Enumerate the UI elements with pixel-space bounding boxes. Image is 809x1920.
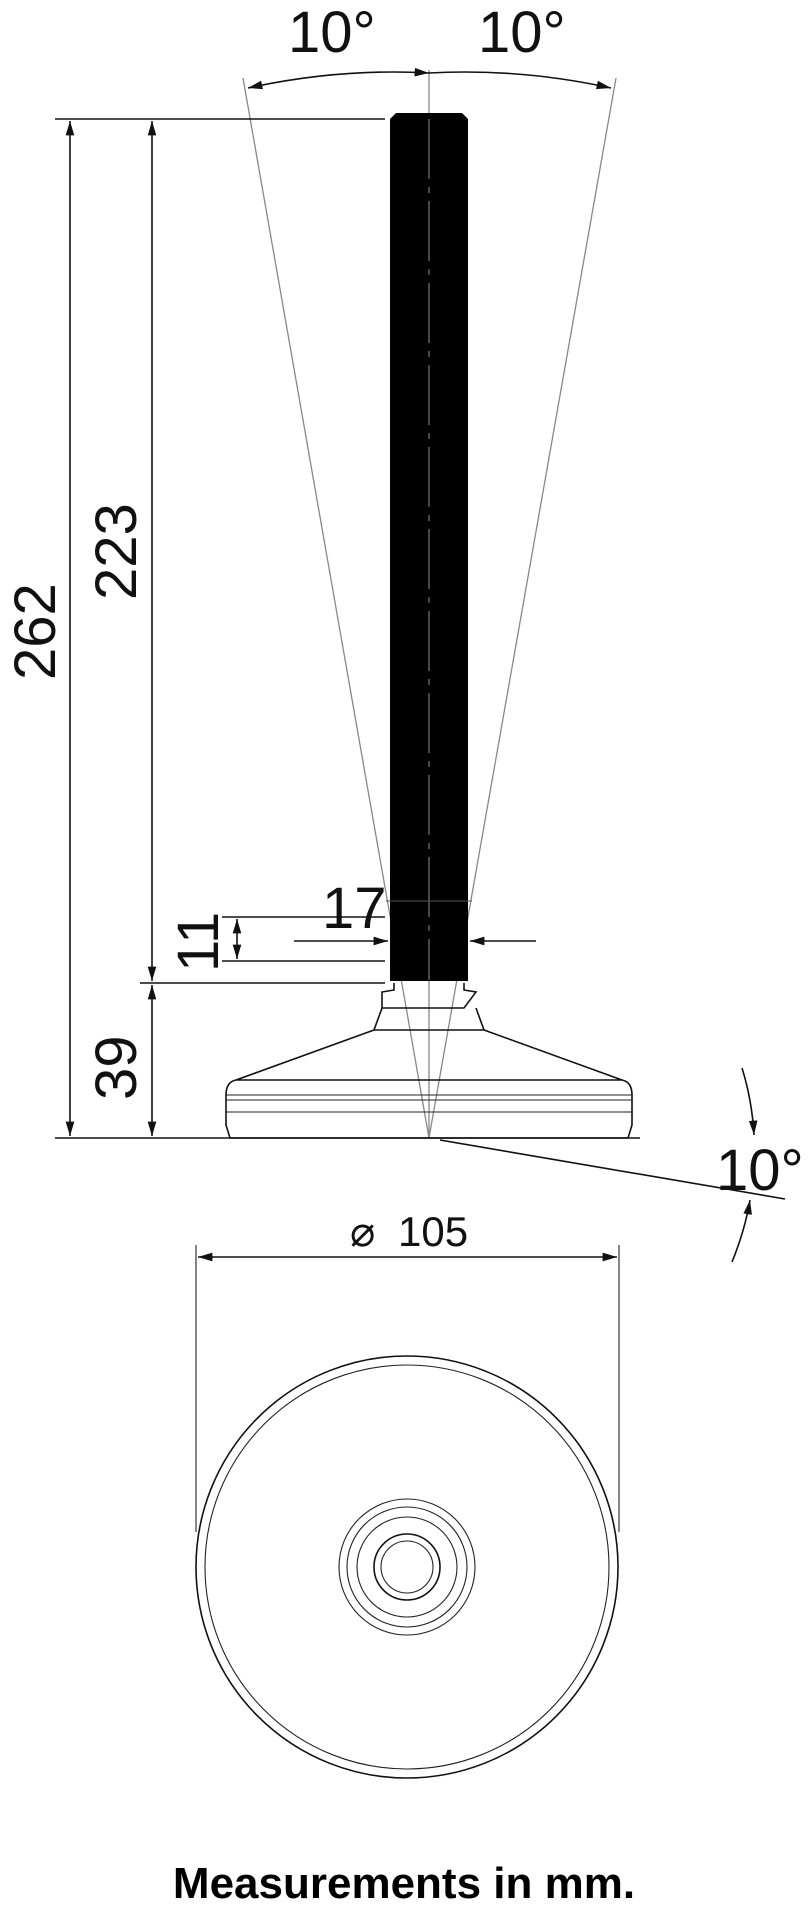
base-tilt-dimension: 10° [439,1067,804,1263]
total-height-dimension: 262 [3,118,640,1139]
thread-height-dimension: 223 [84,121,385,984]
thread-width-label: 17 [322,876,387,941]
measurement-caption: Measurements in mm. [173,1859,635,1908]
angle-left-label: 10° [288,0,376,65]
nut-height-dimension: 11 [166,912,385,972]
diameter-symbol: ⌀ [350,1208,375,1255]
bottom-view [195,1355,619,1779]
angle-base-label: 10° [716,1138,804,1203]
thread-width-dimension: 17 [294,876,536,946]
angle-right-label: 10° [478,0,566,65]
diameter-dimension: ⌀ 105 [195,1208,620,1532]
height-thread-label: 223 [84,503,149,600]
height-total-label: 262 [3,583,68,680]
base-height-dimension: 39 [84,985,157,1136]
height-base-label: 39 [84,1035,149,1100]
diameter-label: 105 [398,1208,468,1255]
threaded-rod [386,113,472,981]
nut-height-label: 11 [166,912,231,972]
